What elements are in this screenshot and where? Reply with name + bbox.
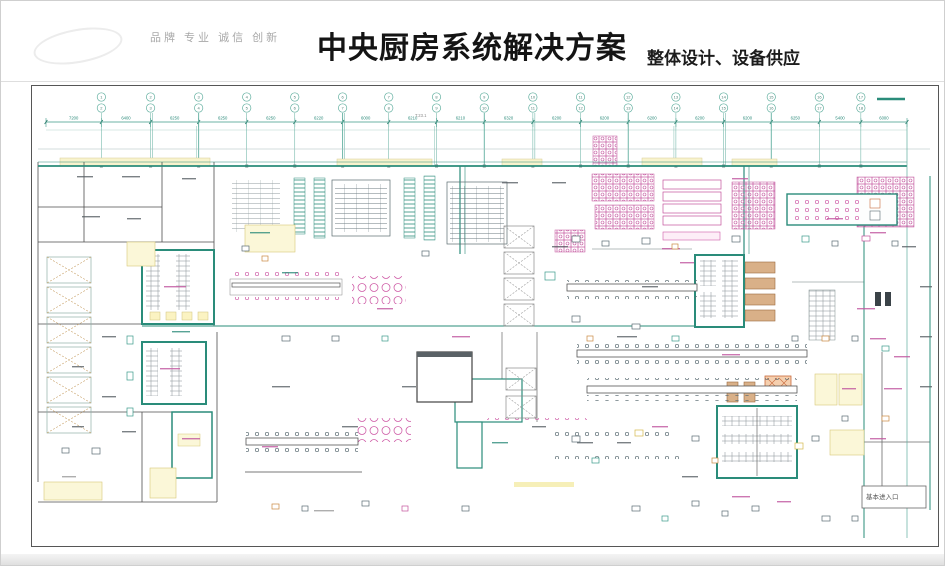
svg-text:14: 14 bbox=[674, 106, 679, 111]
svg-text:6: 6 bbox=[341, 95, 344, 100]
entry-box bbox=[861, 485, 927, 509]
svg-text:6200: 6200 bbox=[743, 115, 753, 120]
svg-text:9: 9 bbox=[483, 95, 486, 100]
svg-text:15: 15 bbox=[721, 106, 726, 111]
svg-text:2: 2 bbox=[149, 95, 152, 100]
washing-line bbox=[229, 272, 343, 303]
upper-boundary bbox=[38, 135, 930, 167]
svg-text:10: 10 bbox=[482, 106, 487, 111]
svg-text:6000: 6000 bbox=[879, 115, 889, 120]
svg-text:12: 12 bbox=[578, 106, 583, 111]
storage-room-2 bbox=[141, 341, 207, 405]
brand-slogan: 品牌 专业 诚信 创新 bbox=[150, 32, 281, 44]
svg-text:1: 1 bbox=[100, 95, 103, 100]
rack-shelf-right bbox=[808, 289, 891, 341]
header-divider bbox=[1, 81, 944, 82]
svg-text:14: 14 bbox=[721, 95, 726, 100]
svg-text:6210: 6210 bbox=[456, 115, 466, 120]
svg-text:3: 3 bbox=[149, 106, 152, 111]
svg-text:9: 9 bbox=[435, 106, 438, 111]
svg-text:4: 4 bbox=[246, 95, 249, 100]
storage-room-3 bbox=[171, 411, 213, 479]
svg-text:6220: 6220 bbox=[314, 115, 324, 120]
photo-edge bbox=[1, 554, 944, 565]
svg-text:13: 13 bbox=[674, 95, 679, 100]
svg-text:5: 5 bbox=[246, 106, 249, 111]
yellow-rooms bbox=[43, 224, 865, 501]
svg-text:7200: 7200 bbox=[69, 115, 79, 120]
floorplan-svg: 7200126400236250346250456250566220676000… bbox=[37, 92, 932, 538]
svg-text:2: 2 bbox=[100, 106, 103, 111]
svg-text:6210: 6210 bbox=[408, 115, 418, 120]
svg-text:5400: 5400 bbox=[835, 115, 845, 120]
svg-text:11: 11 bbox=[531, 106, 536, 111]
coldstore-room bbox=[694, 254, 745, 328]
svg-text:6200: 6200 bbox=[695, 115, 705, 120]
svg-text:15: 15 bbox=[769, 95, 774, 100]
svg-text:6320: 6320 bbox=[504, 115, 514, 120]
svg-text:6250: 6250 bbox=[170, 115, 180, 120]
kitchen-line-blocks bbox=[232, 175, 508, 245]
page-title: 中央厨房系统解决方案 bbox=[317, 32, 627, 65]
cookline-room-topright bbox=[786, 193, 898, 226]
svg-text:8: 8 bbox=[388, 106, 391, 111]
teal-walls bbox=[38, 97, 931, 538]
svg-text:7: 7 bbox=[341, 106, 344, 111]
svg-text:6200: 6200 bbox=[552, 115, 562, 120]
svg-text:6200: 6200 bbox=[600, 115, 610, 120]
kettle-row-1 bbox=[352, 276, 406, 304]
prep-room-center bbox=[416, 351, 523, 469]
page-subtitle: 整体设计、设备供应 bbox=[647, 49, 800, 68]
svg-text:16: 16 bbox=[817, 95, 822, 100]
shelving-room-bottomright bbox=[716, 405, 798, 479]
svg-text:6250: 6250 bbox=[266, 115, 276, 120]
dimension-note: T.23.1 bbox=[415, 113, 427, 118]
kettle-row-2 bbox=[355, 418, 411, 442]
svg-text:10: 10 bbox=[531, 95, 536, 100]
svg-text:6000: 6000 bbox=[361, 115, 371, 120]
equipment-marks bbox=[46, 176, 932, 522]
svg-text:11: 11 bbox=[578, 95, 583, 100]
svg-text:6200: 6200 bbox=[647, 115, 657, 120]
svg-text:4: 4 bbox=[198, 106, 201, 111]
entry-label: 基本进入口 bbox=[866, 494, 899, 501]
svg-text:13: 13 bbox=[626, 106, 631, 111]
svg-text:7: 7 bbox=[388, 95, 391, 100]
svg-text:6250: 6250 bbox=[791, 115, 801, 120]
worktables bbox=[245, 276, 808, 459]
svg-text:8: 8 bbox=[435, 95, 438, 100]
svg-text:17: 17 bbox=[817, 106, 822, 111]
column-grid: 7200126400236250346250456250566220676000… bbox=[44, 92, 909, 168]
svg-text:6400: 6400 bbox=[121, 115, 131, 120]
svg-text:3: 3 bbox=[198, 95, 201, 100]
storage-room-1 bbox=[141, 249, 215, 325]
svg-text:18: 18 bbox=[859, 106, 864, 111]
svg-text:6: 6 bbox=[294, 106, 297, 111]
pink-rack-rows bbox=[662, 179, 722, 241]
svg-text:12: 12 bbox=[626, 95, 631, 100]
svg-text:6250: 6250 bbox=[218, 115, 228, 120]
svg-text:17: 17 bbox=[859, 95, 864, 100]
watermark-logo bbox=[30, 21, 126, 71]
svg-text:16: 16 bbox=[769, 106, 774, 111]
svg-text:5: 5 bbox=[294, 95, 297, 100]
